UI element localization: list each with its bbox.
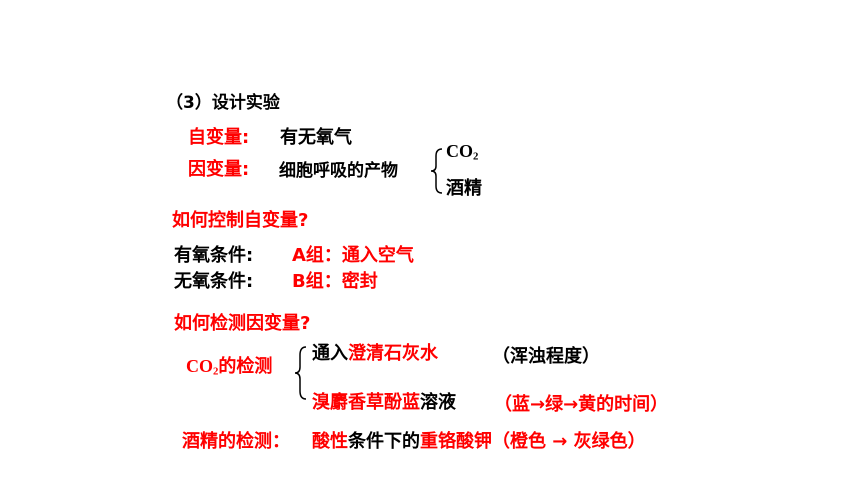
products-brace bbox=[430, 148, 443, 194]
section-title: （3）设计实验 bbox=[166, 93, 280, 113]
co2-method-limewater-note: （浑浊程度） bbox=[492, 346, 600, 367]
co2-methods-brace bbox=[294, 346, 307, 400]
independent-var-label: 自变量: bbox=[188, 127, 250, 148]
product-co2: CO2 bbox=[446, 141, 479, 163]
independent-var-value: 有无氧气 bbox=[280, 127, 352, 148]
alcohol-detection-label: 酒精的检测： bbox=[182, 431, 290, 452]
aerobic-label: 有氧条件: bbox=[174, 245, 254, 266]
anaerobic-label: 无氧条件: bbox=[174, 271, 254, 292]
control-question: 如何控制自变量? bbox=[172, 210, 309, 231]
co2-method-btb: 溴麝香草酚蓝溶液 bbox=[312, 392, 456, 413]
product-alcohol: 酒精 bbox=[446, 178, 482, 199]
alcohol-detection-method: 酸性条件下的重铬酸钾（橙色 → 灰绿色） bbox=[312, 431, 646, 452]
dependent-var-label: 因变量: bbox=[188, 159, 250, 180]
co2-detection-label: CO2的检测 bbox=[186, 356, 273, 378]
detect-question: 如何检测因变量? bbox=[174, 313, 311, 334]
aerobic-group: A组：通入空气 bbox=[292, 245, 414, 266]
dependent-var-value: 细胞呼吸的产物 bbox=[279, 161, 398, 181]
anaerobic-group: B组：密封 bbox=[292, 271, 378, 292]
co2-method-limewater: 通入澄清石灰水 bbox=[312, 343, 438, 364]
co2-method-btb-note: （蓝→绿→黄的时间） bbox=[494, 394, 669, 415]
